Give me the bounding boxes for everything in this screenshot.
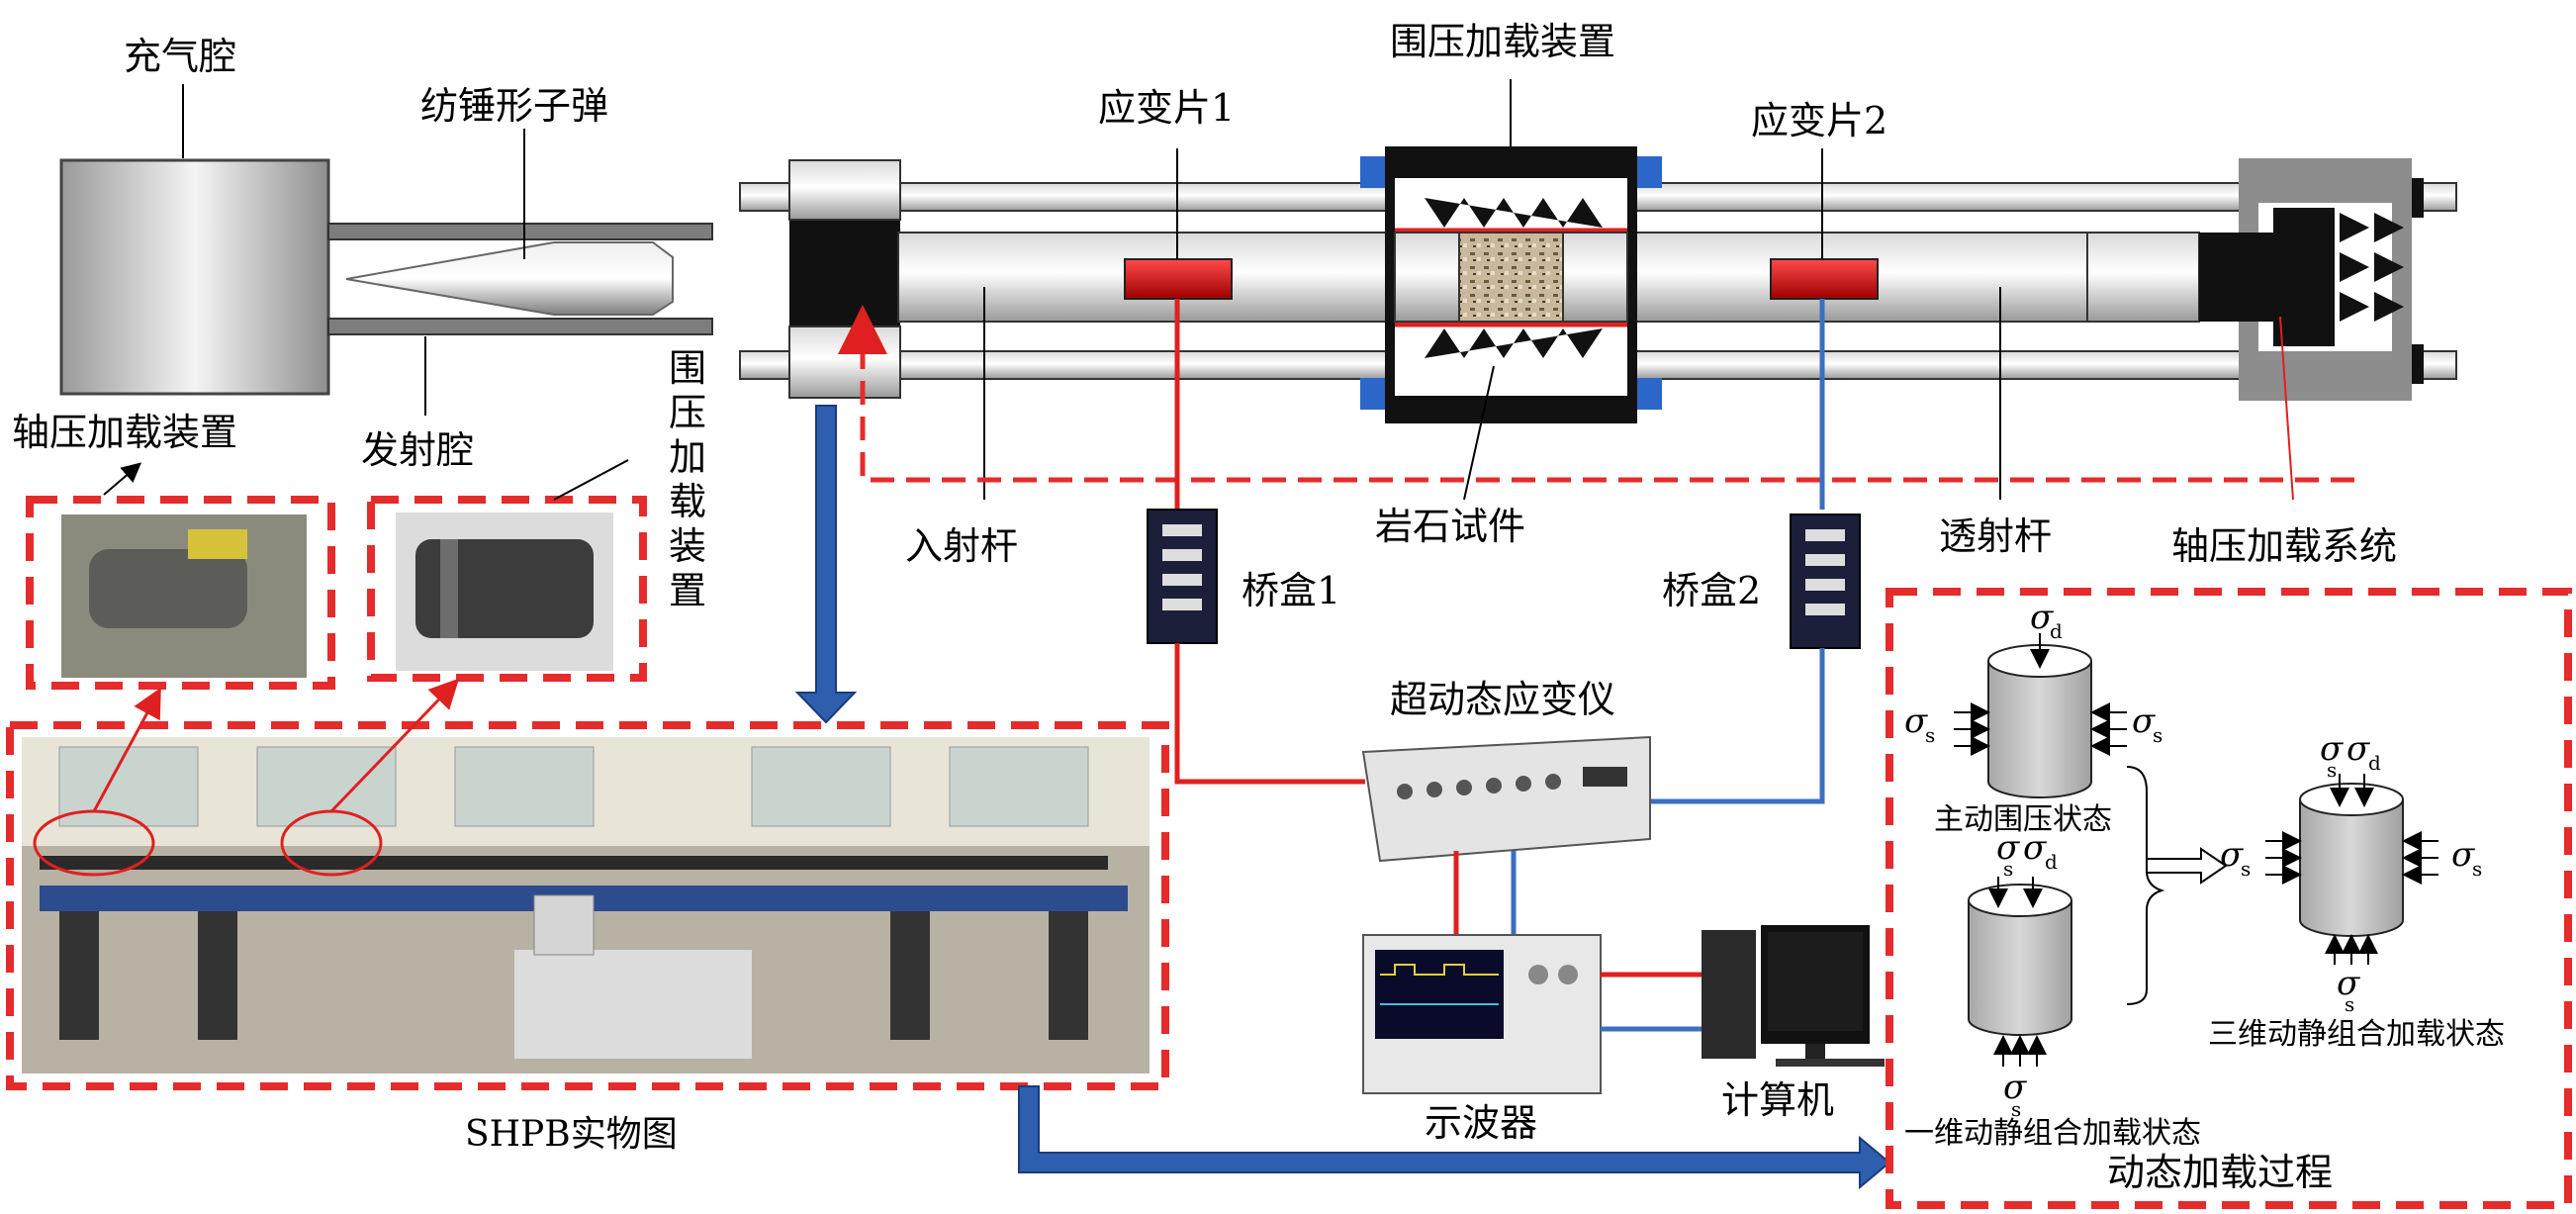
sigma-s-right-3-sub: s bbox=[2472, 857, 2482, 881]
bridge-box-1-label: 桥盒1 bbox=[1242, 569, 1340, 612]
shpb-schematic bbox=[739, 79, 2457, 501]
oscilloscope bbox=[1362, 934, 1602, 1094]
bridge-box-2 bbox=[1790, 299, 1861, 649]
dynamic-loading-process-panel bbox=[1886, 588, 2572, 1209]
sigma-s-bottom-3: σ bbox=[2337, 964, 2360, 1003]
bridge-box-1 bbox=[1147, 299, 1218, 644]
sigma-s-bottom-2-sub: s bbox=[2011, 1097, 2021, 1121]
launch-chamber-label: 发射腔 bbox=[361, 428, 474, 472]
sigma-s-top-3: σ bbox=[2320, 729, 2344, 769]
blue-signal-wire-2 bbox=[1647, 648, 1825, 804]
one-dimensional-label: 一维动静组合加载状态 bbox=[1904, 1116, 2201, 1151]
merge-brace bbox=[2126, 766, 2165, 1005]
gas-chamber-label: 充气腔 bbox=[124, 35, 236, 78]
dynamic-strain-meter bbox=[1361, 735, 1651, 863]
shpb-photo-inset bbox=[6, 678, 1169, 1090]
sigma-s-right-3: σ bbox=[2451, 835, 2475, 875]
specimen-leader bbox=[1463, 365, 1495, 501]
launch-tube-top bbox=[327, 223, 713, 240]
confining-photo-label-char-5: 装 bbox=[669, 524, 706, 568]
sigma-s-left-3: σ bbox=[2220, 835, 2244, 875]
sigma-s-top-3-sub: s bbox=[2327, 758, 2337, 782]
sigma-s-left-1-sub: s bbox=[1925, 723, 1935, 747]
sigma-s-left-1: σ bbox=[1904, 701, 1928, 741]
strain-gauge-1-shape bbox=[1124, 258, 1233, 300]
confining-loading-device-label: 围压加载装置 bbox=[1390, 20, 1615, 63]
oscilloscope-label: 示波器 bbox=[1425, 1101, 1537, 1145]
sigma-d-top-2: σ bbox=[2023, 828, 2047, 868]
three-dimensional-cylinder bbox=[2265, 774, 2438, 965]
bridge-box-2-label: 桥盒2 bbox=[1662, 569, 1761, 612]
rock-specimen-label: 岩石试件 bbox=[1375, 505, 1525, 548]
sigma-s-left-3-sub: s bbox=[2241, 857, 2251, 881]
shpb-photo-label: SHPB实物图 bbox=[465, 1114, 678, 1155]
gas-chamber-body bbox=[59, 158, 330, 396]
confining-photo-label-char-1: 围 bbox=[669, 346, 706, 390]
sigma-s-right-1-sub: s bbox=[2153, 723, 2162, 747]
red-signal-wire-1 bbox=[1174, 643, 1365, 785]
confining-chamber bbox=[1360, 146, 1662, 423]
axial-device-photo-inset bbox=[26, 462, 335, 690]
sigma-s-top-2: σ bbox=[1996, 828, 2020, 868]
sigma-d-top-2-sub: d bbox=[2045, 850, 2058, 874]
axial-loading-frame bbox=[2199, 158, 2424, 401]
transmitted-bar-label: 透射杆 bbox=[1939, 514, 2052, 558]
active-confining-label: 主动围压状态 bbox=[1934, 802, 2112, 837]
confining-photo-label-char-4: 载 bbox=[669, 480, 706, 523]
sigma-s-top-2-sub: s bbox=[2003, 857, 2013, 881]
sigma-d-top-3: σ bbox=[2346, 729, 2370, 769]
sigma-s-bottom-2: σ bbox=[2003, 1068, 2027, 1107]
right-arrow-to-process bbox=[1018, 1085, 1891, 1190]
strain-gauge-1-label: 应变片1 bbox=[1098, 86, 1235, 130]
confining-photo-label-char-3: 加 bbox=[669, 435, 706, 479]
axial-loading-device-label: 轴压加载装置 bbox=[12, 411, 237, 454]
incident-bar-label: 入射杆 bbox=[905, 524, 1018, 568]
gas-gun bbox=[59, 84, 713, 416]
sigma-s-bottom-3-sub: s bbox=[2345, 992, 2354, 1016]
axial-system-leader bbox=[2279, 316, 2294, 501]
computer-label: 计算机 bbox=[1721, 1078, 1834, 1122]
active-confining-cylinder bbox=[1954, 633, 2127, 798]
sigma-d-top-1: σ bbox=[2030, 598, 2054, 637]
spindle-bullet-shape bbox=[345, 241, 674, 316]
sigma-d-top-3-sub: d bbox=[2368, 751, 2381, 775]
computer bbox=[1702, 925, 1885, 1067]
strain-gauge-2-label: 应变片2 bbox=[1751, 99, 1887, 142]
launch-tube-bottom bbox=[327, 318, 713, 335]
confining-device-photo-inset bbox=[367, 459, 647, 682]
strain-gauge-2-shape bbox=[1770, 258, 1879, 300]
confining-photo-label-char-6: 置 bbox=[669, 569, 706, 612]
confining-photo-label-char-2: 压 bbox=[669, 391, 706, 434]
sigma-s-right-1: σ bbox=[2132, 701, 2156, 741]
axial-loading-system-label: 轴压加载系统 bbox=[2171, 524, 2397, 568]
spindle-bullet-label: 纺锤形子弹 bbox=[420, 84, 608, 128]
dynamic-loading-process-label: 动态加载过程 bbox=[2107, 1151, 2333, 1194]
one-dimensional-cylinder bbox=[1968, 877, 2072, 1067]
sigma-d-top-1-sub: d bbox=[2050, 619, 2063, 643]
down-arrow-to-photo bbox=[794, 405, 858, 724]
hollow-arrow bbox=[2146, 847, 2228, 885]
dynamic-strain-meter-label: 超动态应变仪 bbox=[1390, 678, 1615, 721]
three-dimensional-label: 三维动静组合加载状态 bbox=[2208, 1017, 2505, 1052]
